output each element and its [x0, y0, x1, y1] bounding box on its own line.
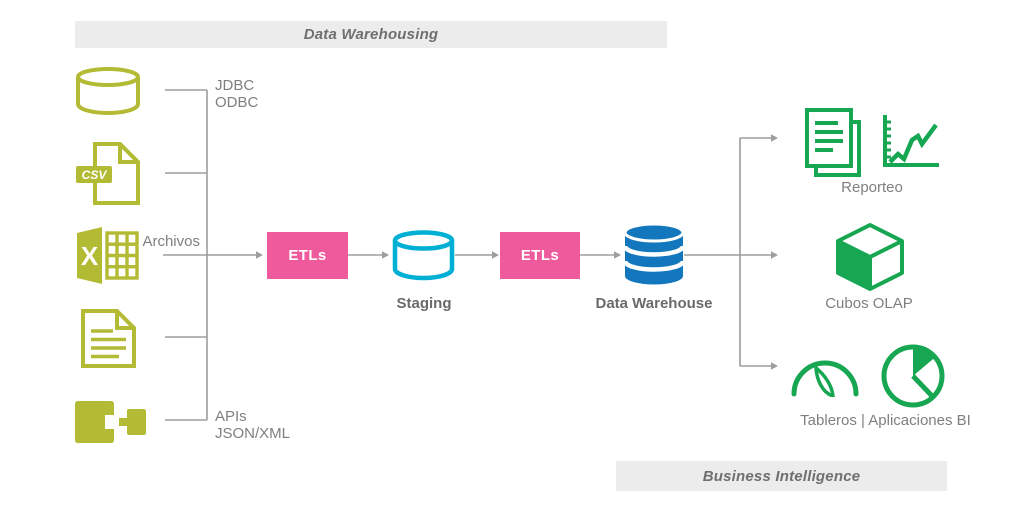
data-warehouse-icon	[623, 223, 685, 285]
label-cubos-olap: Cubos OLAP	[825, 295, 913, 312]
line-chart-icon	[883, 115, 939, 167]
olap-cube-icon	[836, 223, 904, 291]
label-staging: Staging	[396, 295, 452, 312]
business-intelligence-banner-label: Business Intelligence	[702, 467, 861, 485]
data-warehousing-banner-label: Data Warehousing	[303, 26, 439, 43]
csv-badge-label: CSV	[82, 168, 108, 182]
report-pages-icon	[805, 108, 861, 177]
business-intelligence-banner: Business Intelligence	[616, 461, 947, 491]
etl-box-2-label: ETLs	[520, 247, 560, 264]
label-odbc: ODBC	[215, 94, 259, 111]
etl-box-1: ETLs	[267, 232, 348, 279]
label-reporteo: Reporteo	[841, 179, 903, 196]
document-icon	[81, 309, 136, 368]
label-apis-jsonxml: APIs JSON/XML	[215, 408, 290, 442]
label-jdbc: JDBC	[215, 77, 255, 94]
excel-letter-label: X	[81, 241, 99, 271]
gauge-icon	[791, 360, 859, 397]
label-data-warehouse: Data Warehouse	[595, 295, 713, 312]
label-tableros-aplicaciones: Tableros | Aplicaciones BI	[800, 412, 971, 429]
csv-file-icon: CSV	[76, 142, 140, 205]
label-jdbc-odbc: JDBC ODBC	[215, 77, 258, 111]
data-warehousing-banner: Data Warehousing	[75, 21, 667, 48]
etl-box-2: ETLs	[500, 232, 580, 279]
api-plug-icon	[75, 401, 146, 443]
excel-file-icon: X	[77, 227, 139, 284]
label-apis: APIs	[215, 408, 247, 425]
pie-chart-icon	[881, 344, 945, 408]
source-database-icon	[76, 67, 140, 115]
label-jsonxml: JSON/XML	[215, 425, 291, 442]
staging-database-icon	[392, 230, 455, 281]
label-archivos: Archivos	[142, 233, 200, 250]
etl-box-1-label: ETLs	[288, 247, 327, 264]
